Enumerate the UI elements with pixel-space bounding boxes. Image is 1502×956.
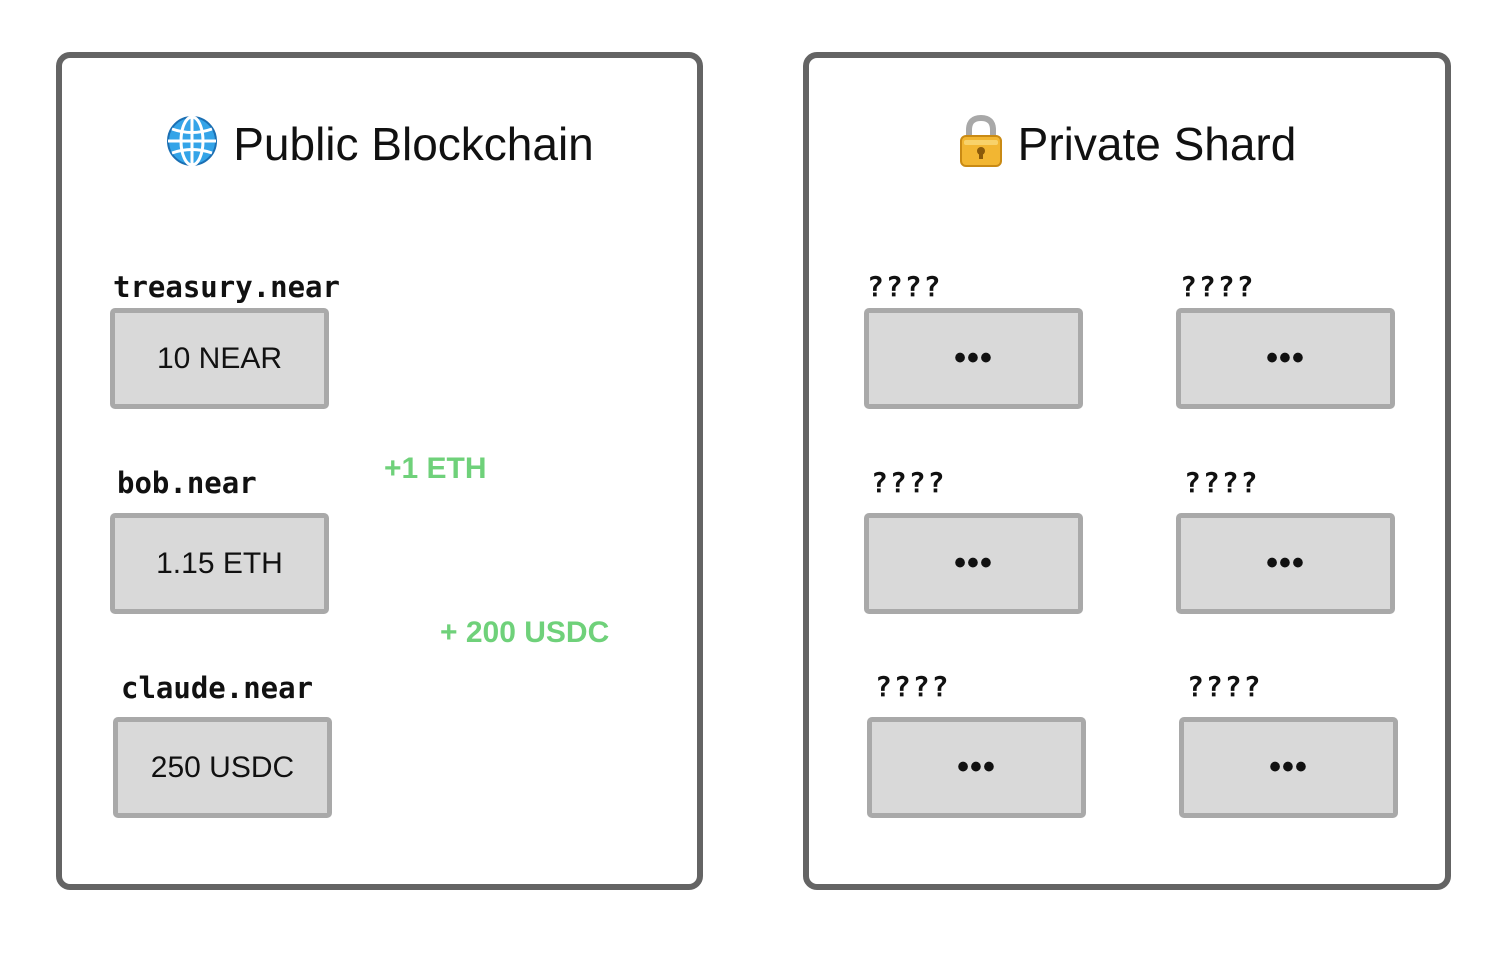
hidden-balance: ••• bbox=[1266, 544, 1305, 582]
hidden-balance: ••• bbox=[1266, 339, 1305, 377]
account-box-claude: 250 USDC bbox=[113, 717, 332, 818]
hidden-account-box: ••• bbox=[1176, 513, 1395, 614]
hidden-account-box: ••• bbox=[1176, 308, 1395, 409]
hidden-account-label: ???? bbox=[1180, 270, 1256, 303]
hidden-account-box: ••• bbox=[864, 308, 1083, 409]
account-balance: 1.15 ETH bbox=[156, 546, 283, 580]
hidden-account-label: ???? bbox=[1184, 466, 1260, 499]
hidden-balance: ••• bbox=[954, 339, 993, 377]
account-box-bob: 1.15 ETH bbox=[110, 513, 329, 614]
hidden-account-box: ••• bbox=[867, 717, 1086, 818]
hidden-balance: ••• bbox=[1269, 748, 1308, 786]
hidden-balance: ••• bbox=[957, 748, 996, 786]
account-label-treasury: treasury.near bbox=[113, 270, 340, 304]
account-box-treasury: 10 NEAR bbox=[110, 308, 329, 409]
public-panel-title: Public Blockchain bbox=[62, 114, 697, 179]
account-balance: 250 USDC bbox=[150, 750, 295, 784]
lock-icon bbox=[958, 114, 1004, 179]
hidden-account-box: ••• bbox=[864, 513, 1083, 614]
transfer-label-usdc: + 200 USDC bbox=[440, 616, 610, 649]
hidden-account-label: ???? bbox=[867, 270, 943, 303]
hidden-account-label: ???? bbox=[875, 670, 951, 703]
account-label-claude: claude.near bbox=[121, 671, 314, 705]
private-panel-title: Private Shard bbox=[809, 114, 1445, 179]
account-label-bob: bob.near bbox=[117, 466, 257, 500]
hidden-account-box: ••• bbox=[1179, 717, 1398, 818]
hidden-account-label: ???? bbox=[871, 466, 947, 499]
hidden-balance: ••• bbox=[954, 544, 993, 582]
hidden-account-label: ???? bbox=[1187, 670, 1263, 703]
globe-icon bbox=[165, 114, 219, 179]
account-balance: 10 NEAR bbox=[156, 341, 283, 375]
transfer-label-eth: +1 ETH bbox=[384, 452, 487, 485]
